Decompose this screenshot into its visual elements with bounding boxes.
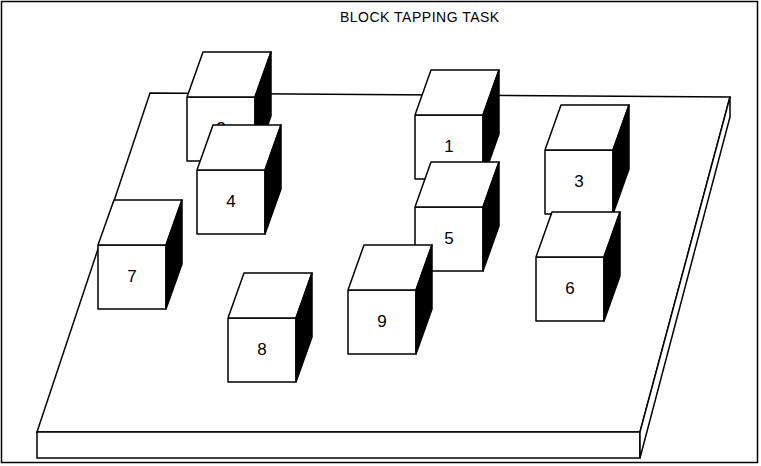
block-number: 8 (257, 340, 266, 360)
tapping-block: 4 (197, 125, 281, 234)
board-side-edge (640, 97, 730, 458)
cube-front (545, 150, 613, 214)
block-number: 3 (574, 172, 583, 192)
block-cube (348, 245, 432, 354)
cube-side (483, 162, 499, 271)
cube-front (197, 170, 265, 234)
block-number: 5 (444, 229, 453, 249)
cube-front (348, 290, 416, 354)
block-number: 6 (565, 279, 574, 299)
tapping-block: 8 (228, 273, 312, 382)
cube-front (228, 318, 296, 382)
block-front-face: 3 (545, 150, 613, 214)
block-number: 9 (377, 312, 386, 332)
block-number: 4 (226, 192, 235, 212)
block-cube (98, 200, 182, 309)
board-top (37, 93, 730, 432)
block-front-face: 6 (536, 257, 604, 321)
cube-side (166, 200, 182, 309)
block-number: 1 (444, 137, 453, 157)
cube-front (536, 257, 604, 321)
tapping-block: 9 (348, 245, 432, 354)
diagram-title: BLOCK TAPPING TASK (340, 9, 500, 25)
cube-side (604, 212, 620, 321)
tapping-block: 6 (536, 212, 620, 321)
cube-side (613, 105, 629, 214)
board-front-edge (37, 432, 640, 458)
cube-side (296, 273, 312, 382)
block-number: 7 (127, 267, 136, 287)
cube-side (265, 125, 281, 234)
block-front-face: 8 (228, 318, 296, 382)
block-cube (545, 105, 629, 214)
block-cube (197, 125, 281, 234)
cube-side (416, 245, 432, 354)
cube-front (98, 245, 166, 309)
tapping-block: 3 (545, 105, 629, 214)
block-front-face: 4 (197, 170, 265, 234)
block-cube (536, 212, 620, 321)
block-front-face: 9 (348, 290, 416, 354)
block-front-face: 7 (98, 245, 166, 309)
tapping-block: 7 (98, 200, 182, 309)
block-cube (228, 273, 312, 382)
